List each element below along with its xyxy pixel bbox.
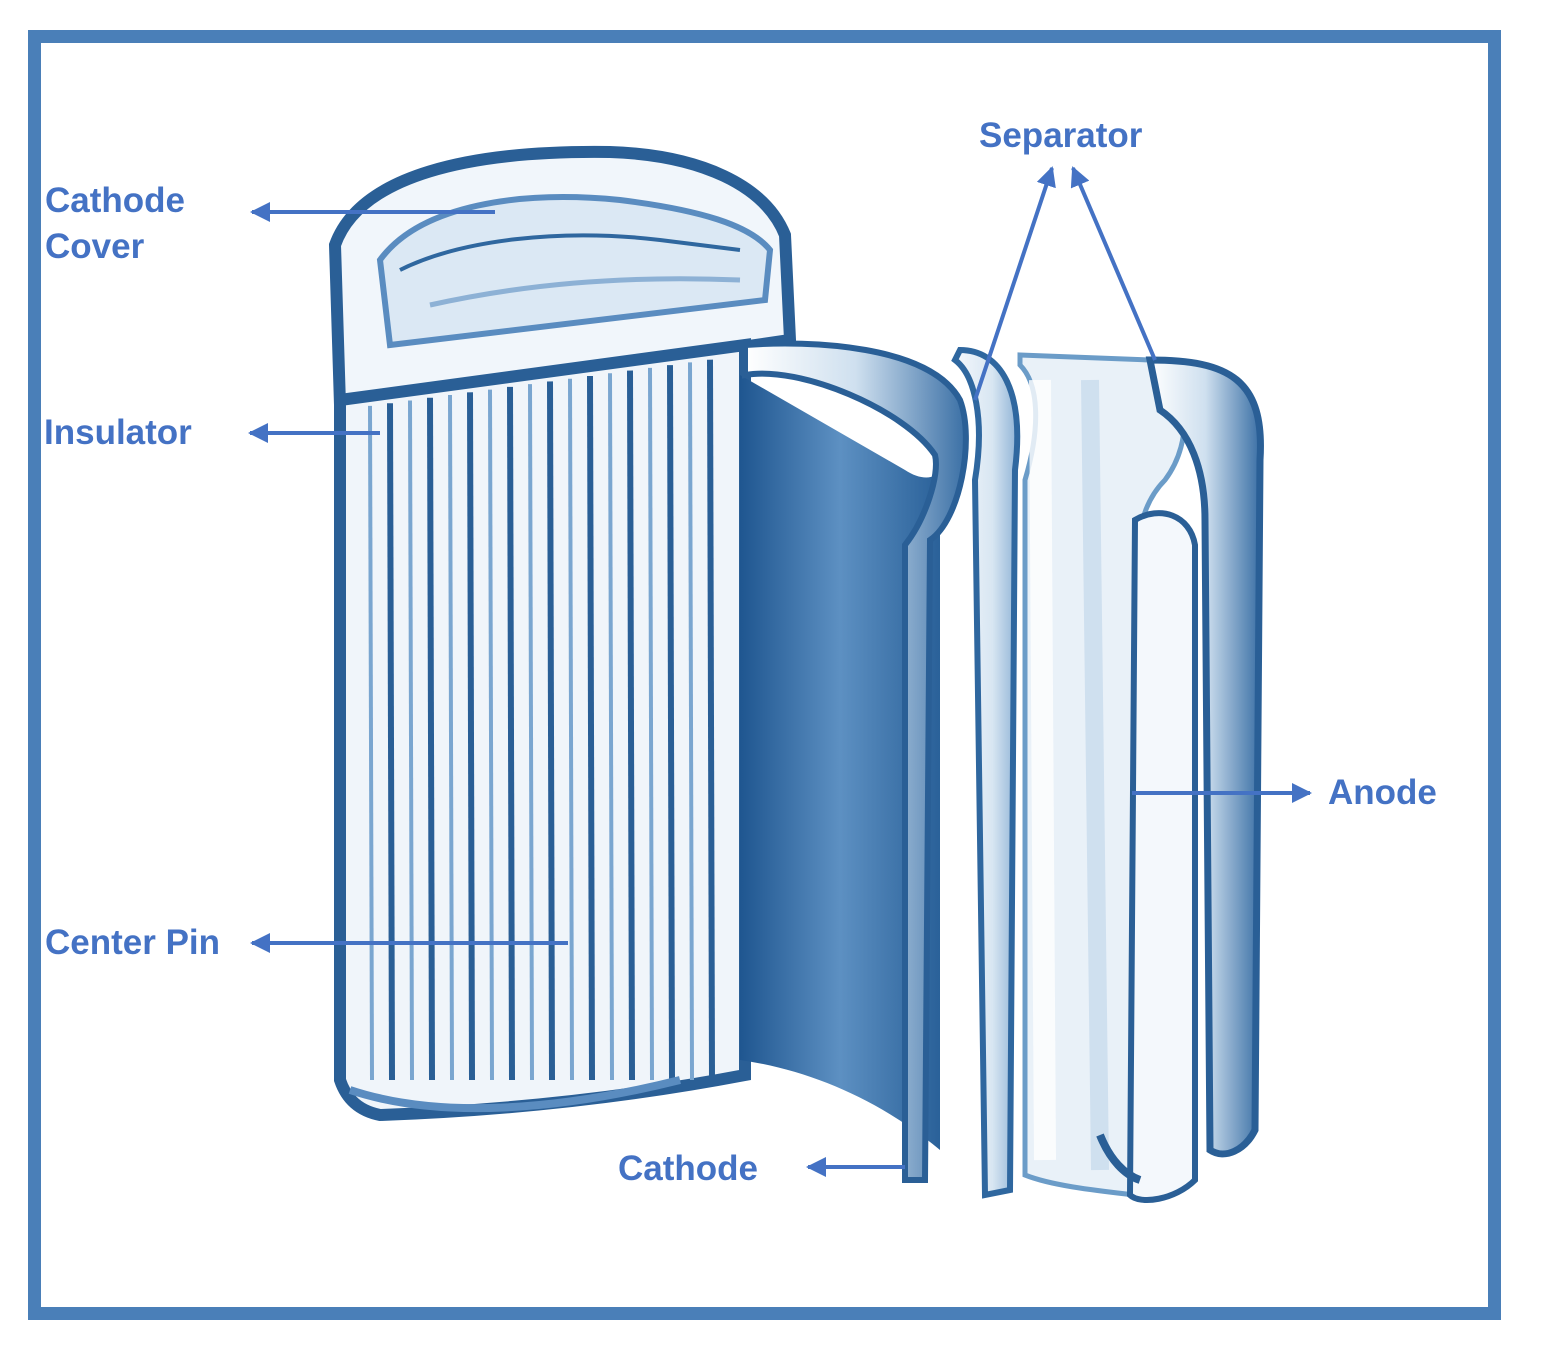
body-ridge [568,378,574,1081]
label-separator: Separator [979,116,1143,155]
label-arrows [248,166,1312,1177]
body-ridge [467,392,475,1081]
label-anode: Anode [1328,773,1437,812]
arrow-separator-left [973,166,1056,401]
label-cathode-cover-line2: Cover [45,227,145,266]
body-ridge [667,365,675,1081]
body-ridge [427,397,435,1081]
body-ridge [688,362,694,1081]
body-ridge [528,384,534,1081]
body-ridge [507,386,515,1081]
label-cathode: Cathode [618,1149,758,1188]
label-insulator: Insulator [44,413,192,452]
rolled-cell-body [334,338,751,1122]
body-ridge [707,359,715,1081]
separator-layer-1 [951,346,1021,1199]
body-ridge [547,381,555,1081]
anode-layer [1145,356,1264,1158]
body-ridge [587,375,595,1081]
cathode-layer [742,340,969,1183]
arrow-separator-right [1070,166,1157,361]
body-ridge [648,367,654,1081]
body-ridge [488,389,494,1081]
body-ridge [627,370,635,1081]
label-center-pin: Center Pin [45,923,221,962]
label-cathode-cover: Cathode Cover [45,178,185,270]
body-ridge [387,403,395,1081]
body-ridge [408,400,414,1081]
cathode-cover-shape [328,145,797,412]
body-ridge [608,373,614,1081]
inner-dark-face [740,375,940,1150]
label-cathode-cover-line1: Cathode [45,181,185,220]
body-ridge [448,395,454,1081]
body-ridge [368,405,374,1081]
